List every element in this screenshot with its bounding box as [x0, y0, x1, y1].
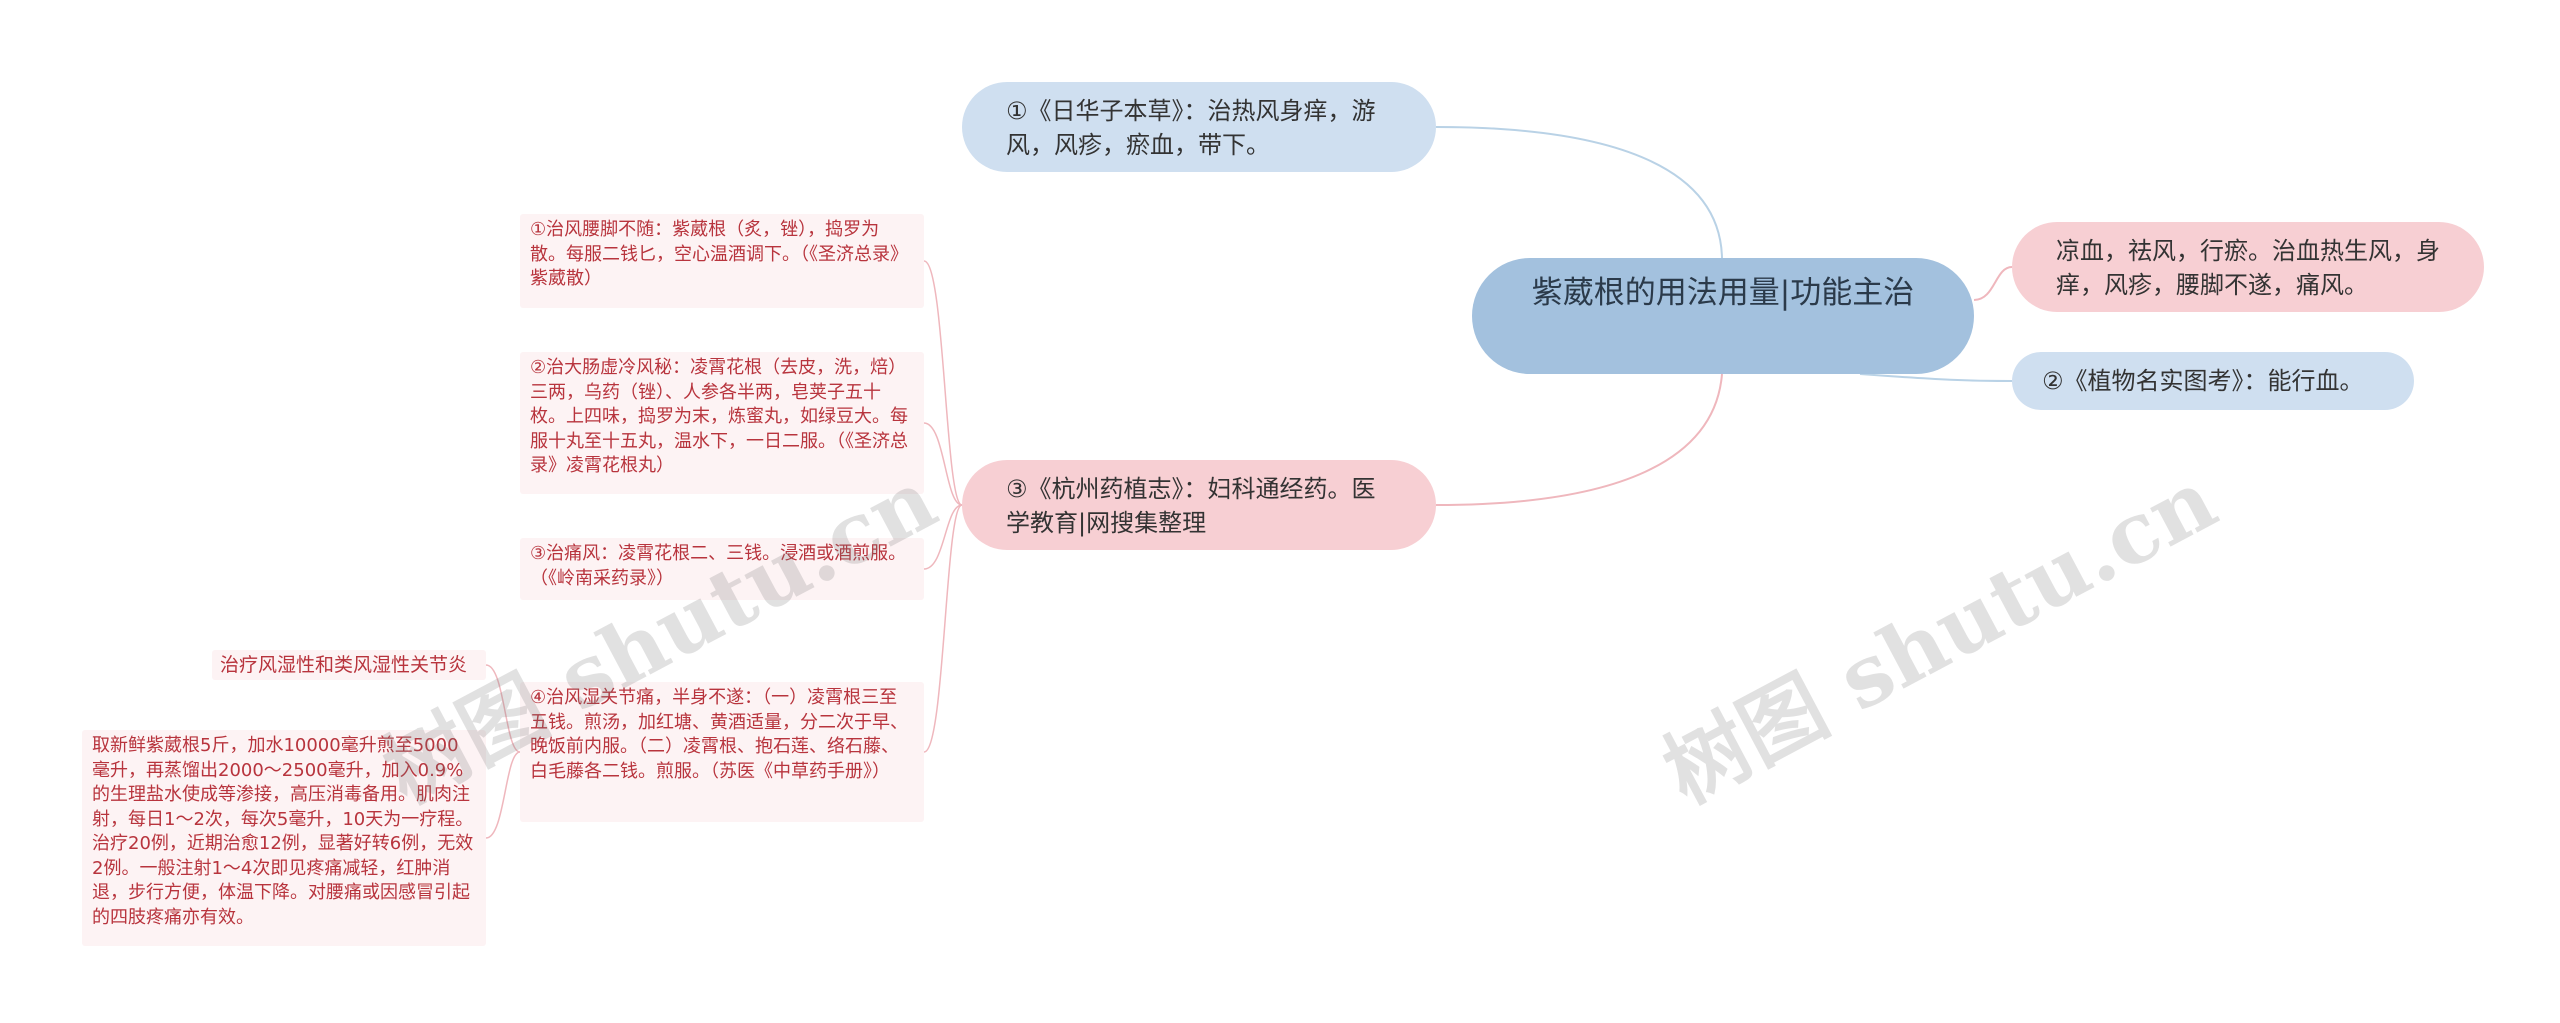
branch-liangxue[interactable]: 凉血，祛风，行瘀。治血热生风，身痒，风疹，腰脚不遂，痛风。 [2012, 222, 2484, 312]
leaf-1-text: ①治风腰脚不随：紫葳根（炙，锉），捣罗为散。每服二钱匕，空心温酒调下。（《圣济总… [530, 219, 908, 289]
root-node[interactable]: 紫葳根的用法用量|功能主治 [1472, 258, 1974, 374]
link-leaf4-leaf6 [485, 751, 521, 839]
leaf-4-text: ④治风湿关节痛，半身不遂：（一）凌霄根三至五钱。煎汤，加红塘、黄酒适量，分二次于… [530, 687, 908, 782]
branch-rihuazi[interactable]: ①《日华子本草》：治热风身痒，游风，风疹，瘀血，带下。 [962, 82, 1436, 172]
link-root-zhiwu [1859, 373, 2013, 382]
branch-zhiwu[interactable]: ②《植物名实图考》：能行血。 [2012, 352, 2414, 410]
leaf-node-1[interactable]: ①治风腰脚不随：紫葳根（炙，锉），捣罗为散。每服二钱匕，空心温酒调下。（《圣济总… [520, 214, 924, 308]
leaf-node-3[interactable]: ③治痛风：凌霄花根二、三钱。浸酒或酒煎服。（《岭南采药录》） [520, 538, 924, 600]
link-hangzhou-leaf2 [923, 422, 963, 506]
leaf-6-text: 取新鲜紫葳根5斤，加水10000毫升煎至5000毫升，再蒸馏出2000～2500… [92, 735, 474, 928]
leaf-node-4[interactable]: ④治风湿关节痛，半身不遂：（一）凌霄根三至五钱。煎汤，加红塘、黄酒适量，分二次于… [520, 682, 924, 822]
link-hangzhou-leaf4 [923, 504, 963, 753]
leaf-node-6[interactable]: 取新鲜紫葳根5斤，加水10000毫升煎至5000毫升，再蒸馏出2000～2500… [82, 730, 486, 946]
leaf-3-text: ③治痛风：凌霄花根二、三钱。浸酒或酒煎服。（《岭南采药录》） [530, 543, 907, 589]
branch-zhiwu-text: ②《植物名实图考》：能行血。 [2042, 367, 2364, 395]
link-hangzhou-leaf3 [923, 504, 963, 570]
branch-hangzhou[interactable]: ③《杭州药植志》：妇科通经药。医学教育|网搜集整理 [962, 460, 1436, 550]
branch-liangxue-text: 凉血，祛风，行瘀。治血热生风，身痒，风疹，腰脚不遂，痛风。 [2056, 237, 2440, 299]
link-root-rihuazi [1435, 126, 1723, 259]
branch-rihuazi-text: ①《日华子本草》：治热风身痒，游风，风疹，瘀血，带下。 [1006, 97, 1376, 159]
link-hangzhou-leaf1 [923, 260, 963, 506]
link-root-hangzhou [1435, 373, 1723, 506]
leaf-node-5[interactable]: 治疗风湿性和类风湿性关节炎 [212, 650, 486, 680]
link-leaf4-leaf5 [485, 664, 521, 753]
link-root-liangxue [1973, 266, 2013, 301]
leaf-5-text: 治疗风湿性和类风湿性关节炎 [220, 654, 468, 676]
leaf-node-2[interactable]: ②治大肠虚冷风秘：凌霄花根（去皮，洗，焙）三两，乌药（锉）、人参各半两，皂荚子五… [520, 352, 924, 494]
branch-hangzhou-text: ③《杭州药植志》：妇科通经药。医学教育|网搜集整理 [1006, 475, 1376, 537]
leaf-2-text: ②治大肠虚冷风秘：凌霄花根（去皮，洗，焙）三两，乌药（锉）、人参各半两，皂荚子五… [530, 357, 908, 476]
root-title: 紫葳根的用法用量|功能主治 [1531, 275, 1915, 311]
